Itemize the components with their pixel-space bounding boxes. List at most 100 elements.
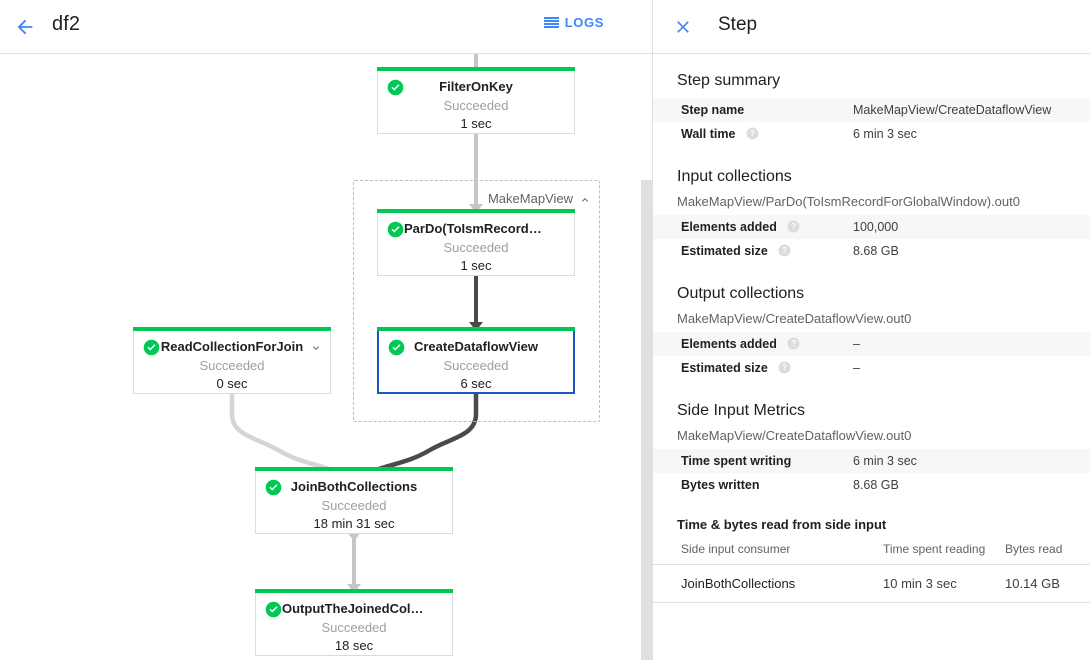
node-duration: 6 sec: [460, 376, 492, 391]
output-collection-name: MakeMapView/CreateDataflowView.out0: [677, 311, 912, 326]
row-key-label: Estimated size: [681, 361, 768, 375]
graph-node-create-dataflow-view[interactable]: CreateDataflowView Succeeded 6 sec: [377, 327, 575, 394]
logs-button-label: LOGS: [564, 15, 604, 30]
svg-text:?: ?: [782, 246, 787, 255]
table-header-row: Side input consumer Time spent reading B…: [653, 536, 1090, 565]
logs-button[interactable]: LOGS: [543, 15, 604, 30]
row-key: Step name: [653, 98, 849, 122]
svg-text:?: ?: [791, 339, 796, 348]
pane-divider: [652, 0, 653, 660]
graph-group-label: MakeMapView: [487, 191, 573, 206]
row-key: Wall time ?: [653, 122, 849, 146]
row-value: –: [849, 332, 1090, 356]
graph-group-makemapview[interactable]: MakeMapView: [353, 180, 600, 422]
cell-bytes-read: 10.14 GB: [1005, 564, 1090, 603]
node-title: ReadCollectionForJoin: [160, 339, 304, 354]
row-value: 6 min 3 sec: [849, 449, 1090, 473]
graph-node-pardo-toismrecordfor[interactable]: ParDo(ToIsmRecordFor… Succeeded 1 sec: [377, 209, 575, 276]
row-value: 6 min 3 sec: [853, 127, 917, 141]
row-value: MakeMapView/CreateDataflowView: [849, 98, 1090, 122]
side-input-metrics-table: Time spent writing 6 min 3 sec Bytes wri…: [653, 449, 1090, 497]
step-panel-header: Step: [653, 0, 1090, 54]
graph-node-join-both-collections[interactable]: JoinBothCollections Succeeded 18 min 31 …: [255, 467, 453, 534]
column-header-time-spent-reading: Time spent reading: [883, 536, 1005, 565]
row-key-label: Elements added: [681, 220, 777, 234]
node-title: JoinBothCollections: [290, 479, 418, 494]
node-title: CreateDataflowView: [413, 339, 539, 354]
row-key: Elements added ?: [653, 215, 849, 239]
row-key: Estimated size ?: [653, 356, 849, 380]
help-icon[interactable]: ?: [746, 127, 759, 140]
check-circle-icon: [388, 339, 405, 356]
step-summary-table: Step name MakeMapView/CreateDataflowView…: [653, 98, 1090, 146]
cell-side-input-consumer: JoinBothCollections: [653, 564, 883, 603]
help-icon[interactable]: ?: [778, 244, 791, 257]
output-collections-table: Elements added ? – Estimated size: [653, 332, 1090, 380]
check-circle-icon: [265, 601, 282, 618]
node-status: Succeeded: [443, 240, 509, 255]
node-status: Succeeded: [443, 358, 509, 373]
node-duration: 1 sec: [460, 116, 492, 131]
help-icon[interactable]: ?: [787, 220, 800, 233]
section-title-output-collections: Output collections: [677, 285, 805, 302]
node-status-bar: [377, 327, 575, 331]
cell-time-spent-reading: 10 min 3 sec: [883, 564, 1005, 603]
check-circle-icon: [387, 79, 404, 96]
arrow-back-icon[interactable]: [10, 12, 40, 42]
node-status-bar: [377, 67, 575, 71]
check-circle-icon: [143, 339, 160, 356]
graph-node-filter-on-key[interactable]: FilterOnKey Succeeded 1 sec: [377, 67, 575, 134]
graph-scrollbar-thumb[interactable]: [641, 180, 652, 660]
graph-node-read-collection-for-join[interactable]: ReadCollectionForJoin Succeeded 0 sec: [133, 327, 331, 394]
table-row: Estimated size ? 8.68 GB: [653, 239, 1090, 263]
step-details-pane: Step Step summary Step name MakeMapView/…: [653, 0, 1090, 660]
row-key: Estimated size ?: [653, 239, 849, 263]
help-icon[interactable]: ?: [778, 361, 791, 374]
row-key-label: Estimated size: [681, 244, 768, 258]
node-duration: 1 sec: [460, 258, 492, 273]
node-status: Succeeded: [443, 98, 509, 113]
step-panel-title: Step: [718, 14, 758, 35]
section-title-step-summary: Step summary: [677, 72, 781, 89]
chevron-down-icon[interactable]: [310, 341, 322, 353]
row-value: –: [853, 361, 860, 375]
node-duration: 18 sec: [334, 638, 374, 653]
side-input-reads-table: Side input consumer Time spent reading B…: [653, 536, 1090, 603]
node-status-bar: [255, 589, 453, 593]
table-row: Estimated size ? –: [653, 356, 1090, 380]
svg-text:?: ?: [791, 222, 796, 231]
node-duration: 18 min 31 sec: [313, 516, 395, 531]
row-value: 8.68 GB: [853, 478, 899, 492]
side-input-collection-name: MakeMapView/CreateDataflowView.out0: [677, 428, 912, 443]
chevron-up-icon[interactable]: [579, 193, 591, 205]
graph-node-output-the-joined-collection[interactable]: OutputTheJoinedCollec… Succeeded 18 sec: [255, 589, 453, 656]
check-circle-icon: [387, 221, 404, 238]
input-collection-name: MakeMapView/ParDo(ToIsmRecordForGlobalWi…: [677, 194, 1020, 209]
check-circle-icon: [265, 479, 282, 496]
row-key: Time spent writing: [653, 449, 849, 473]
node-status-bar: [255, 467, 453, 471]
node-status: Succeeded: [321, 620, 387, 635]
node-title: OutputTheJoinedCollec…: [282, 601, 442, 616]
input-collections-table: Elements added ? 100,000 Estimated size: [653, 215, 1090, 263]
help-icon[interactable]: ?: [787, 337, 800, 350]
table-row: JoinBothCollections 10 min 3 sec 10.14 G…: [653, 564, 1090, 603]
row-value: 100,000: [849, 215, 1090, 239]
svg-text:?: ?: [750, 129, 755, 138]
table-row: Step name MakeMapView/CreateDataflowView: [653, 98, 1090, 122]
job-header: df2 LOGS: [0, 0, 652, 54]
row-value: 8.68 GB: [853, 244, 899, 258]
column-header-bytes-read: Bytes read: [1005, 536, 1090, 565]
page-title: df2: [52, 13, 81, 35]
row-key-label: Elements added: [681, 337, 777, 351]
node-title: FilterOnKey: [439, 79, 513, 94]
row-key-label: Wall time: [681, 127, 736, 141]
job-graph-pane: df2 LOGS: [0, 0, 652, 660]
job-graph-canvas[interactable]: MakeMapView FilterOnKey Succeeded: [0, 54, 652, 660]
table-row: Elements added ? –: [653, 332, 1090, 356]
close-icon[interactable]: [669, 13, 697, 41]
row-key: Elements added ?: [653, 332, 849, 356]
node-status-bar: [133, 327, 331, 331]
step-panel-body: Step summary Step name MakeMapView/Creat…: [653, 54, 1090, 603]
